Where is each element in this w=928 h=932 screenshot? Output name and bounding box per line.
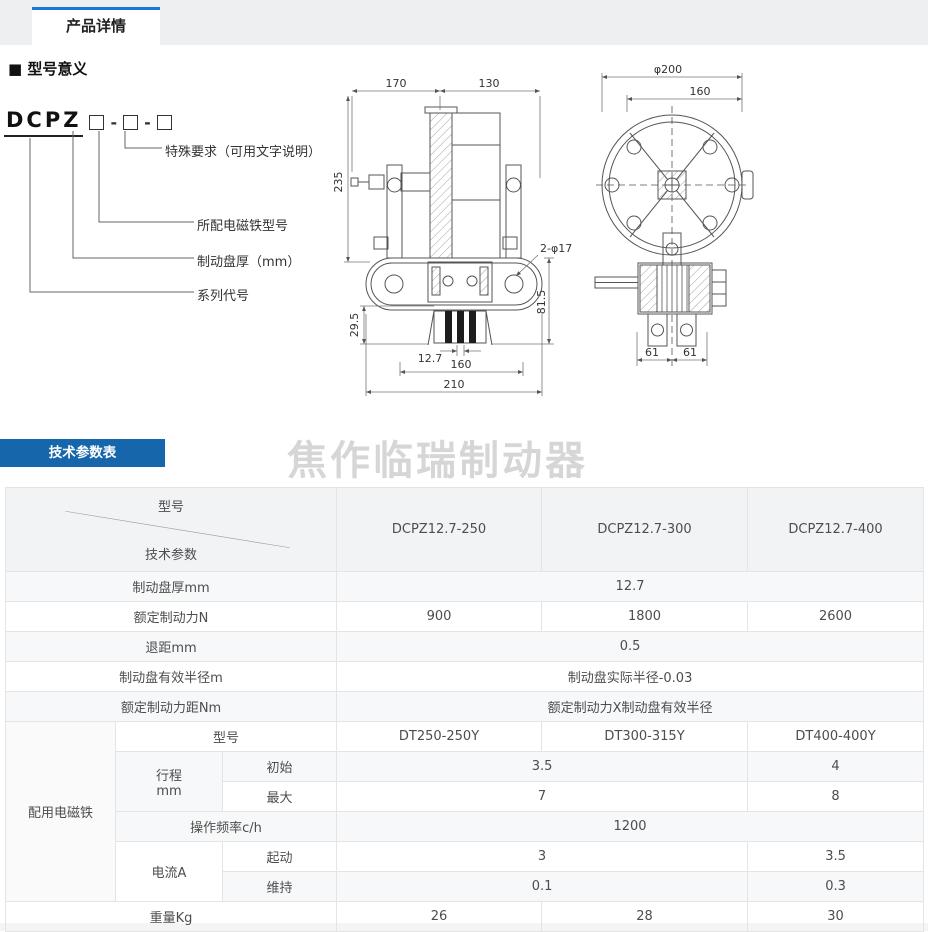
model-col-header-2: DCPZ12.7-300 — [541, 487, 749, 572]
cell-start-3: 3.5 — [747, 841, 925, 872]
cell-magnet-model-1: DT250-250Y — [336, 721, 543, 752]
corner-label-model: 型号 — [158, 500, 185, 515]
technical-drawing: 170 130 235 29.5 12.7 160 210 81.5 2-φ17 — [29, 63, 754, 396]
group-label-magnet: 配用电磁铁 — [5, 721, 116, 902]
row-label-magnet-model: 型号 — [114, 721, 338, 752]
cell-hold-12: 0.1 — [336, 871, 749, 902]
model-code-text: DCPZ — [4, 108, 84, 137]
row-label-stroke: 行程 mm — [115, 751, 223, 812]
model-label-series: 系列代号 — [197, 289, 250, 304]
side-view — [594, 106, 754, 366]
params-table: 型号 技术参数 DCPZ12.7-250 DCPZ12.7-300 DCPZ12… — [4, 487, 925, 932]
dim-61-left: 61 — [645, 346, 659, 359]
dim-170: 170 — [386, 77, 407, 90]
model-label-special: 特殊要求（可用文字说明） — [165, 145, 322, 160]
model-label-disc: 制动盘厚（mm） — [197, 255, 301, 270]
cell-start-12: 3 — [336, 841, 749, 872]
tab-product-details[interactable]: 产品详情 — [32, 7, 160, 45]
cell-initial-12: 3.5 — [336, 751, 749, 782]
row-label-initial: 初始 — [221, 751, 338, 782]
watermark: 焦作临瑞制动器 — [287, 438, 588, 484]
code-dash-1: - — [110, 113, 118, 132]
cell-retreat: 0.5 — [336, 631, 925, 662]
dim-29-5: 29.5 — [348, 313, 361, 338]
model-code-connectors — [29, 131, 194, 293]
cell-rated-force-2: 1800 — [541, 601, 749, 632]
row-label-radius: 制动盘有效半径m — [4, 661, 338, 692]
front-view-dimensions — [344, 89, 554, 396]
dim-dia-200: φ200 — [654, 63, 682, 76]
cell-magnet-model-2: DT300-315Y — [541, 721, 749, 752]
tab-bar: 产品详情 — [0, 0, 928, 45]
side-view-dim-labels: φ200 160 61 61 — [645, 63, 711, 359]
front-view-dim-labels: 170 130 235 29.5 12.7 160 210 81.5 2-φ17 — [332, 77, 572, 391]
code-box-1 — [89, 115, 105, 130]
cell-frequency: 1200 — [336, 811, 925, 842]
corner-diagonal — [6, 488, 336, 571]
row-label-frequency: 操作频率c/h — [114, 811, 338, 842]
cell-weight-3: 30 — [747, 901, 925, 932]
corner-cell: 型号 技术参数 — [4, 487, 338, 572]
row-label-current: 电流A — [115, 841, 223, 902]
corner-label-params: 技术参数 — [145, 548, 198, 563]
model-label-magnet: 所配电磁铁型号 — [197, 219, 289, 234]
model-meaning-heading: ■ 型号意义 — [8, 60, 88, 78]
cell-max-12: 7 — [336, 781, 749, 812]
dim-160-side: 160 — [690, 85, 711, 98]
params-banner: 技术参数表 — [0, 439, 165, 467]
code-box-2 — [123, 115, 139, 130]
code-box-3 — [156, 115, 172, 130]
cell-disc-thickness: 12.7 — [336, 571, 925, 602]
cell-magnet-model-3: DT400-400Y — [747, 721, 925, 752]
row-label-max: 最大 — [221, 781, 338, 812]
cell-hold-3: 0.3 — [747, 871, 925, 902]
dim-210: 210 — [444, 378, 465, 391]
row-label-retreat: 退距mm — [4, 631, 338, 662]
dim-61-right: 61 — [683, 346, 697, 359]
front-view — [350, 106, 543, 346]
model-col-header-1: DCPZ12.7-250 — [336, 487, 543, 572]
row-label-disc-thickness: 制动盘厚mm — [4, 571, 338, 602]
cell-torque: 额定制动力X制动盘有效半径 — [336, 691, 925, 722]
code-dash-2: - — [144, 113, 151, 132]
tab-label: 产品详情 — [65, 17, 126, 35]
row-label-weight: 重量Kg — [4, 901, 338, 932]
cell-weight-2: 28 — [541, 901, 749, 932]
row-label-torque: 额定制动力距Nm — [4, 691, 338, 722]
cell-initial-3: 4 — [747, 751, 925, 782]
model-code: DCPZ - - — [4, 108, 172, 137]
stroke-label-line1: 行程 — [155, 768, 182, 784]
dim-235: 235 — [332, 172, 345, 193]
cell-radius: 制动盘实际半径-0.03 — [336, 661, 925, 692]
cell-rated-force-3: 2600 — [747, 601, 925, 632]
cell-weight-1: 26 — [336, 901, 543, 932]
dim-12-7: 12.7 — [418, 352, 443, 365]
row-label-rated-force: 额定制动力N — [4, 601, 338, 632]
cell-max-3: 8 — [747, 781, 925, 812]
cell-rated-force-1: 900 — [336, 601, 543, 632]
row-label-hold: 维持 — [221, 871, 338, 902]
model-col-header-3: DCPZ12.7-400 — [747, 487, 925, 572]
dim-160: 160 — [451, 358, 472, 371]
dim-81-5: 81.5 — [535, 290, 548, 315]
dim-holes: 2-φ17 — [540, 242, 572, 255]
row-label-start: 起动 — [221, 841, 338, 872]
stroke-label-line2: mm — [156, 783, 182, 799]
dim-130: 130 — [479, 77, 500, 90]
side-view-dimensions — [601, 73, 743, 366]
